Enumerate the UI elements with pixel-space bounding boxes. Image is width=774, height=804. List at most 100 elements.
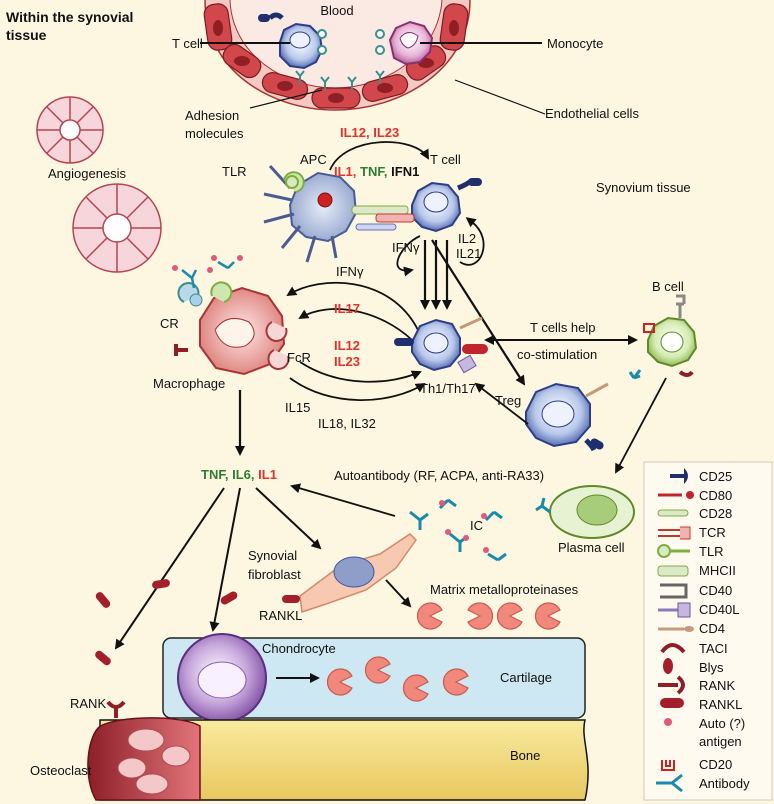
treg-cell [525,382,609,452]
rankl-molecule [282,595,300,603]
mmp-label: Matrix metalloproteinases [430,582,579,597]
ifng-arc-arrow [286,281,419,331]
cr-label: CR [160,316,179,331]
apc-label: APC [300,152,327,167]
blood-label: Blood [320,3,353,18]
rankl-scattered [95,579,238,666]
osteoclast-cell [87,700,201,801]
bcell-to-plasma-arrow [615,377,667,474]
tcells-help-label2: co-stimulation [517,347,597,362]
bone-label: Bone [510,748,540,763]
il17-label: IL17 [334,301,360,316]
blood-t-cell [258,12,327,70]
il15-arrow [289,377,426,401]
cd40-icon [660,583,688,599]
apc-cell [263,164,358,263]
t-cell-mid-label: T cell [430,152,461,167]
synovium-label: Synovium tissue [596,180,691,195]
legend-label: Auto (?) [699,716,745,731]
angiogenesis-vessels [36,96,162,273]
rankl-icon [660,698,684,708]
b-cell-label: B cell [652,279,684,294]
auto-antigen-icon [664,718,672,726]
mid-t-cell [411,178,482,233]
title-line1: Within the synovial [6,9,133,25]
cd4-icon [658,626,694,632]
immune-complexes [409,498,507,562]
chondrocyte [177,633,267,723]
blood-monocyte [375,20,434,66]
angiogenesis-label: Angiogenesis [48,166,127,181]
treg-suppress-arrow [474,382,529,425]
legend-label: CD40 [699,583,732,598]
out-il6: IL6 [232,467,251,482]
il12-il23-top: IL12, IL23 [340,125,399,140]
legend-label: CD40L [699,602,739,617]
legend-box [643,461,773,801]
legend-label: Antibody [699,776,750,791]
il17-arrow [298,308,413,341]
adhesion-label2: molecules [185,126,244,141]
tlr-icon [657,544,690,558]
blys-icon [663,658,673,674]
monocyte-label: Monocyte [547,36,603,51]
cd25-icon [670,468,688,484]
legend-label: RANKL [699,697,742,712]
macrophage-cell [172,255,290,376]
tcell-to-th1-arrows [420,239,526,386]
endothelial-label: Endothelial cells [545,106,639,121]
taci-icon [660,643,686,654]
endothelial-pointer [454,79,546,115]
ic-to-cytokine-arrow [290,483,396,517]
il2-label: IL2 [458,231,476,246]
cd20-icon [661,760,675,771]
title-line2: tissue [6,27,47,43]
il12-il23-arrow [329,141,429,171]
chondrocyte-label: Chondrocyte [262,641,336,656]
il2-loop-arrow [459,217,485,266]
macrophage-label: Macrophage [153,376,225,391]
cartilage-label: Cartilage [500,670,552,685]
mmp-enzymes [416,602,561,630]
legend-label: CD25 [699,469,732,484]
synovial-label2: fibroblast [248,567,301,582]
legend-label: CD4 [699,621,725,636]
ifng-loop-arrow [396,235,421,277]
tcells-help-label1: T cells help [530,320,596,335]
t-cell-top-label: T cell [172,36,203,51]
plasma-cell-label: Plasma cell [558,540,625,555]
legend-label: TCR [699,525,726,540]
rank-icon [658,675,685,695]
bone-region [99,719,589,801]
fcr-label: FcR [287,350,311,365]
th1-label: Th1/Th17 [420,381,476,396]
il21-label: IL21 [456,246,481,261]
adhesion-pointer [249,89,323,109]
plasma-cell [535,485,635,539]
legend-label: CD28 [699,506,732,521]
cartilage-mmp [326,656,469,702]
osteoclast-label: Osteoclast [30,763,92,778]
cytokine-out-arrows [114,487,322,650]
tcr-icon [658,526,691,540]
th1-th17-cell [394,316,488,374]
out-tnf: TNF [201,467,226,482]
ifng-arc-label: IFNγ [336,264,364,279]
b-cell [628,294,698,380]
legend-label: MHCII [699,563,736,578]
out-cytokines: TNF, IL6, IL1 [201,467,277,482]
legend-label: RANK [699,678,735,693]
treg-label: Treg [495,393,521,408]
ifng-left-label: IFNγ [392,240,420,255]
fibroblast-mmp-arrow [385,579,412,608]
legend-label: Blys [699,660,724,675]
ic-antigens [439,500,489,553]
cd40l-icon [658,602,691,618]
adhesion-label1: Adhesion [185,108,239,123]
out-il1: IL1 [258,467,277,482]
il1-cytokine: IL1 [334,164,353,179]
cd28-icon [657,509,689,517]
legend-label: TACI [699,641,728,656]
